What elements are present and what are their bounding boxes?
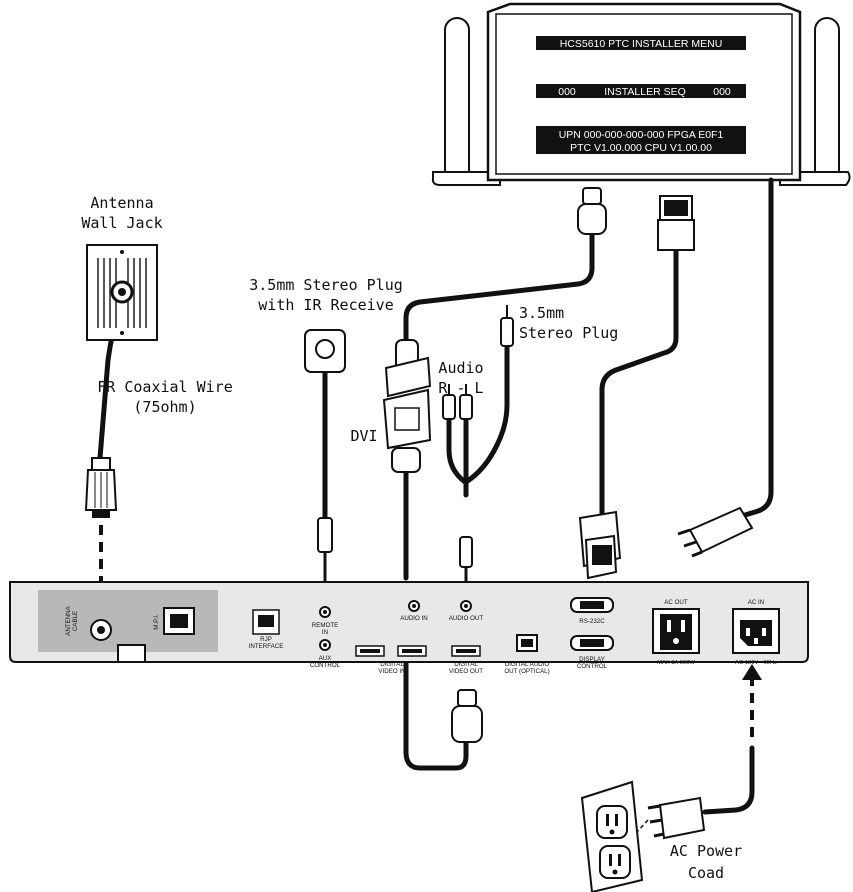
hdmi-plug-bottom	[451, 689, 483, 743]
rca-plugs	[442, 384, 473, 420]
dvi-label: DVI	[350, 427, 377, 445]
cables	[97, 177, 774, 815]
power-plug-top	[677, 506, 754, 558]
screen-seq-right: 000	[713, 86, 731, 98]
optical-label-1: DIGITAL AUDIO	[505, 661, 550, 668]
power-label-line-1: AC Power	[670, 842, 742, 860]
wall-outlet	[580, 780, 644, 892]
ac-out-rating: MAX 8A 960W	[657, 660, 695, 666]
screen-line-1-bg	[536, 36, 746, 50]
dvi-adapter	[382, 339, 432, 473]
display-monitor: HCS5610 PTC INSTALLER MENU 000 INSTALLER…	[431, 2, 851, 186]
power-label-line-2: Coad	[688, 864, 724, 882]
serial-plug-top	[657, 195, 695, 251]
mpi-label: M.P.I.	[153, 614, 160, 630]
coax-label-line-1: FR Coaxial Wire	[97, 378, 232, 396]
stereo-label-line-2: Stereo Plug	[519, 324, 618, 342]
display-control-label-1: DISPLAY	[579, 656, 605, 663]
ac-out-label: AC OUT	[664, 599, 688, 606]
digital-in-label-2: VIDEO IN	[378, 668, 405, 675]
digital-out-label-2: VIDEO OUT	[449, 668, 483, 675]
rjp-label-2: INTERFACE	[249, 643, 284, 650]
coax-connector	[84, 457, 118, 518]
screen-seq-left: 000	[558, 86, 576, 98]
stereo-plug-bottom	[459, 536, 473, 582]
screen-version: PTC V1.00.000 CPU V1.00.00	[570, 142, 712, 154]
ac-in-rating: AC 120V~ 60Hz	[735, 660, 777, 666]
aux-label-1: AUX	[319, 655, 332, 662]
audio-label-line-1: Audio	[438, 359, 483, 377]
audio-in-label: AUDIO IN	[400, 615, 428, 622]
remote-label-2: IN	[322, 629, 328, 636]
stereo-plug-top	[500, 305, 514, 347]
hdmi-plug-top	[577, 187, 607, 235]
stereo-ir-label-line-2: with IR Receive	[258, 296, 393, 314]
antenna-label-line-2: Wall Jack	[81, 214, 162, 232]
right-speaker	[814, 17, 840, 184]
antenna-label-1: ANTENNA	[65, 605, 72, 635]
ac-in-label: AC IN	[748, 599, 765, 606]
screen-seq-label: INSTALLER SEQ	[604, 86, 686, 98]
display-control-plug	[578, 510, 622, 580]
antenna-label-line-1: Antenna	[90, 194, 153, 212]
ir-receiver	[304, 329, 346, 582]
stereo-label-line-1: 3.5mm	[519, 304, 564, 322]
display-control-label-2: CONTROL	[577, 663, 608, 670]
digital-out-label-1: DIGITAL	[454, 661, 478, 668]
screen-title: HCS5610 PTC INSTALLER MENU	[560, 38, 723, 50]
antenna-wall-jack	[86, 244, 158, 341]
optical-label-2: OUT (OPTICAL)	[504, 668, 549, 675]
coax-label-line-2: (75ohm)	[133, 398, 196, 416]
audio-out-label: AUDIO OUT	[449, 615, 484, 622]
rjp-label-1: RJP	[260, 636, 272, 643]
receiver-back-panel: ANTENNA CABLE M.P.I. RJP INTERFACE REMOT…	[9, 581, 809, 675]
digital-in-label-1: DIGITAL	[380, 661, 404, 668]
stereo-ir-label-line-1: 3.5mm Stereo Plug	[249, 276, 403, 294]
aux-label-2: CONTROL	[310, 662, 341, 669]
remote-label-1: REMOTE	[312, 622, 338, 629]
antenna-label-2: CABLE	[72, 611, 79, 631]
left-speaker	[444, 17, 470, 184]
screen-upn: UPN 000-000-000-000 FPGA E0F1	[559, 129, 724, 141]
rs232-label: RS-232C	[579, 618, 605, 625]
power-plug-bottom	[647, 796, 706, 840]
audio-label-line-2: R - L	[438, 379, 483, 397]
